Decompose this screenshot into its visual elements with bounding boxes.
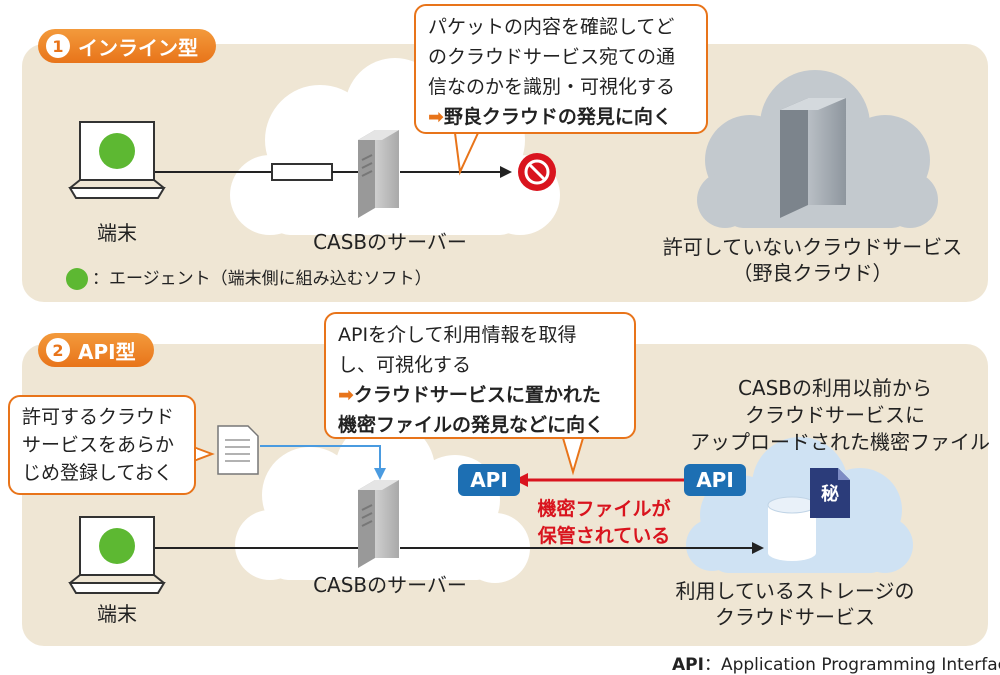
api-number-badge: 2	[46, 338, 70, 362]
agent-legend: ：エージェント（端末側に組み込むソフト）	[92, 269, 432, 289]
storage-cloud-label-line2: クラウドサービス	[715, 605, 875, 629]
secret-mark: 秘	[821, 484, 839, 505]
legend-agent-dot	[66, 268, 88, 290]
upload-line2: クラウドサービスに	[745, 403, 925, 427]
api-terminal-icon	[68, 516, 166, 594]
upload-line3: アップロードされた機密ファイル	[690, 430, 990, 454]
secret-file-icon	[810, 468, 850, 518]
inline-callout-line3: 信なのかを識別・可視化する	[428, 76, 676, 98]
storage-cloud	[686, 437, 913, 573]
inline-callout-emphasis: ➡野良クラウドの発見に向く	[428, 102, 694, 132]
api-callout-line1: APIを介して利用情報を取得	[338, 324, 577, 346]
inline-terminal-icon	[68, 121, 166, 199]
register-line3: じめ登録しておく	[22, 462, 173, 484]
inline-callout-line1: パケットの内容を確認してど	[428, 16, 675, 38]
api-casb-server-icon	[358, 480, 399, 568]
storage-cloud-label-line1: 利用しているストレージの	[675, 579, 915, 603]
api-server-label: CASBのサーバー	[313, 573, 467, 597]
confidential-stored-line2: 保管されている	[537, 525, 671, 547]
api-badge-right: API	[684, 464, 746, 496]
inline-number-badge: 1	[46, 34, 70, 58]
unapproved-server-icon	[780, 98, 846, 218]
inline-type-tag: 1 インライン型	[38, 29, 216, 63]
api-terminal-label: 端末	[97, 602, 137, 626]
unapproved-cloud-label-line2: （野良クラウド）	[732, 261, 893, 285]
upload-line1: CASBの利用以前から	[737, 376, 933, 400]
register-arrow	[260, 445, 381, 470]
storage-cloud-label: 利用しているストレージの クラウドサービス	[660, 578, 930, 630]
unapproved-cloud-label: 許可していないクラウドサービス （野良クラウド）	[640, 234, 985, 286]
confidential-stored-note: 機密ファイルが 保管されている	[528, 496, 680, 550]
register-line2: サービスをあらか	[22, 434, 175, 456]
inline-type-label: インライン型	[78, 35, 198, 60]
api-callout-emphasis-2: 機密ファイルの発見などに向く	[338, 414, 605, 436]
unapproved-cloud-label-line1: 許可していないクラウドサービス	[662, 235, 963, 259]
arrow-right-icon: ➡	[428, 106, 444, 128]
inline-callout: パケットの内容を確認してど のクラウドサービス宛ての通 信なのかを識別・可視化す…	[414, 4, 708, 134]
inline-filter-box	[271, 163, 333, 181]
block-icon	[518, 153, 556, 191]
inline-terminal-label: 端末	[97, 221, 137, 245]
api-callout-emphasis-text-1: クラウドサービスに置かれた	[353, 384, 601, 406]
arrow-right-icon: ➡	[338, 384, 354, 406]
api-badge-left: API	[458, 464, 520, 496]
api-type-label: API型	[78, 339, 136, 364]
api-callout: APIを介して利用情報を取得 し、可視化する ➡クラウドサービスに置かれた 機密…	[324, 312, 636, 439]
register-callout: 許可するクラウド サービスをあらか じめ登録しておく	[8, 395, 196, 495]
api-footnote: API：Application Programming Interface	[672, 650, 1000, 675]
storage-cylinder-icon	[767, 496, 817, 561]
footnote-term: API	[672, 655, 704, 675]
registration-document-icon	[217, 425, 259, 475]
inline-casb-server-icon	[358, 130, 399, 218]
api-callout-emphasis-1: ➡クラウドサービスに置かれた	[338, 380, 622, 410]
api-type-tag: 2 API型	[38, 333, 154, 367]
confidential-stored-line1: 機密ファイルが	[537, 498, 671, 520]
inline-server-label: CASBのサーバー	[313, 230, 467, 254]
api-callout-line2: し、可視化する	[338, 354, 472, 376]
footnote-definition: ：Application Programming Interface	[703, 655, 1000, 675]
register-line1: 許可するクラウド	[22, 406, 175, 428]
upload-description: CASBの利用以前から クラウドサービスに アップロードされた機密ファイル	[690, 375, 990, 456]
inline-callout-emphasis-text: 野良クラウドの発見に向く	[443, 106, 672, 128]
inline-callout-line2: のクラウドサービス宛ての通	[428, 46, 676, 68]
